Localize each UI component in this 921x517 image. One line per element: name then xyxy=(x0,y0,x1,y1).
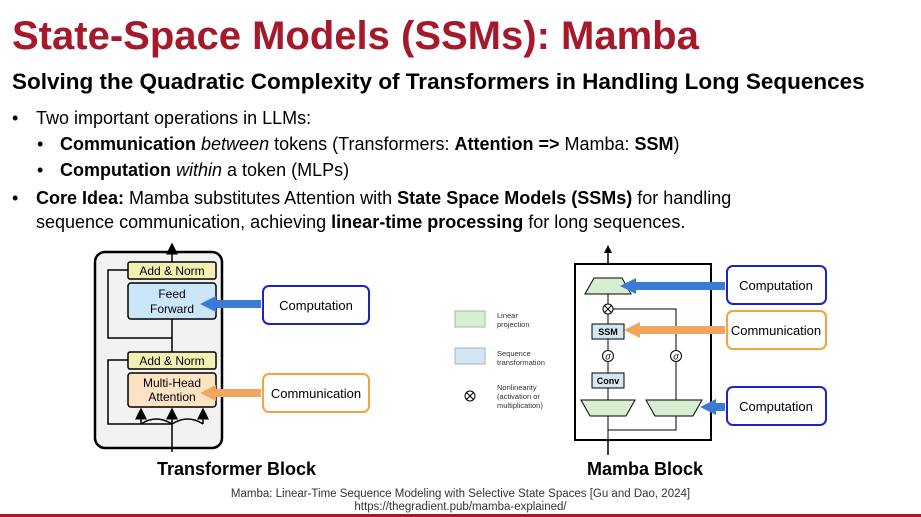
svg-text:σ: σ xyxy=(605,352,611,362)
transformer-computation-label: Computation xyxy=(279,298,353,313)
transformer-computation-box xyxy=(262,285,370,325)
bullet-list: • Two important operations in LLMs: • Co… xyxy=(12,106,731,234)
legend-sequence-2: transformation xyxy=(497,358,545,367)
mamba-computation-bottom-box xyxy=(726,386,827,426)
legend: Linear projection Sequence transformatio… xyxy=(454,310,545,410)
reference-paper: Mamba: Linear-Time Sequence Modeling wit… xyxy=(230,488,691,500)
mamba-gate-path xyxy=(613,308,677,416)
residual-upper xyxy=(107,269,172,339)
feed-forward-label-2: Forward xyxy=(150,302,194,316)
transformer-computation-arrowhead xyxy=(200,296,216,312)
slide-subtitle: Solving the Quadratic Complexity of Tran… xyxy=(12,69,865,94)
mamba-communication-box xyxy=(726,310,827,350)
legend-nonlinearity-2: (activation or xyxy=(497,392,540,401)
bullet-dot: • xyxy=(12,188,19,208)
mamba-split-path xyxy=(608,416,677,431)
add-norm-upper-label: Add & Norm xyxy=(139,264,204,278)
attention-label-2: Attention xyxy=(148,390,195,404)
bullet-communication: • Communication between tokens (Transfor… xyxy=(37,134,680,154)
mamba-ssm-label: SSM xyxy=(598,327,618,337)
transformer-caption: Transformer Block xyxy=(157,459,317,479)
mamba-conv-label: Conv xyxy=(597,376,620,386)
legend-sequence-swatch xyxy=(454,347,486,365)
mamba-block: SSM σ σ Conv Computation Communication C… xyxy=(574,245,827,455)
legend-linear-swatch xyxy=(454,310,486,328)
mamba-in-projection-gate xyxy=(645,399,703,417)
mamba-caption: Mamba Block xyxy=(587,459,704,479)
bullet-dot: • xyxy=(12,108,19,128)
mamba-in-projection-main xyxy=(580,399,636,417)
mamba-computation-top-box xyxy=(726,265,827,305)
transformer-block: Add & Norm Feed Forward Add & Norm Multi… xyxy=(93,242,370,452)
mamba-ssm-box xyxy=(591,323,625,340)
residual-lower xyxy=(107,359,172,425)
legend-nonlinearity-1: Nonlinearity xyxy=(497,383,537,392)
legend-sequence-1: Sequence xyxy=(497,349,531,358)
transformer-communication-box xyxy=(262,373,370,413)
legend-nonlinearity-icon xyxy=(464,390,476,402)
bullet-computation: • Computation within a token (MLPs) xyxy=(37,160,350,180)
feed-forward-label-1: Feed xyxy=(158,287,185,301)
mamba-computation-bottom-label: Computation xyxy=(739,399,813,414)
bullet-dot: • xyxy=(37,134,44,154)
transformer-communication-label: Communication xyxy=(271,386,361,401)
mamba-sigma-main xyxy=(602,350,614,362)
legend-linear-2: projection xyxy=(497,320,530,329)
svg-text:σ: σ xyxy=(673,352,679,362)
attention-input-curve xyxy=(140,418,204,425)
transformer-communication-arrowhead xyxy=(200,385,216,401)
mamba-conv-box xyxy=(591,372,625,389)
mamba-communication-label: Communication xyxy=(731,323,821,338)
attention-label-1: Multi-Head xyxy=(143,376,201,390)
bullet-core-idea: • Core Idea: Mamba substitutes Attention… xyxy=(12,188,732,208)
mamba-sigma-gate xyxy=(670,350,682,362)
slide-title: State-Space Models (SSMs): Mamba xyxy=(12,14,699,58)
legend-nonlinearity-3: multiplication) xyxy=(497,401,543,410)
reference-url[interactable]: https://thegradient.pub/mamba-explained/ xyxy=(354,501,567,513)
bullet-dot: • xyxy=(37,160,44,180)
legend-linear-1: Linear xyxy=(497,311,518,320)
bullet-operations: • Two important operations in LLMs: xyxy=(12,108,312,128)
mamba-computation-top-label: Computation xyxy=(739,278,813,293)
mamba-out-projection xyxy=(584,277,632,295)
add-norm-lower-label: Add & Norm xyxy=(139,354,204,368)
bullet-core-idea-cont: sequence communication, achieving linear… xyxy=(36,212,686,232)
bottom-accent-bar xyxy=(0,514,921,517)
